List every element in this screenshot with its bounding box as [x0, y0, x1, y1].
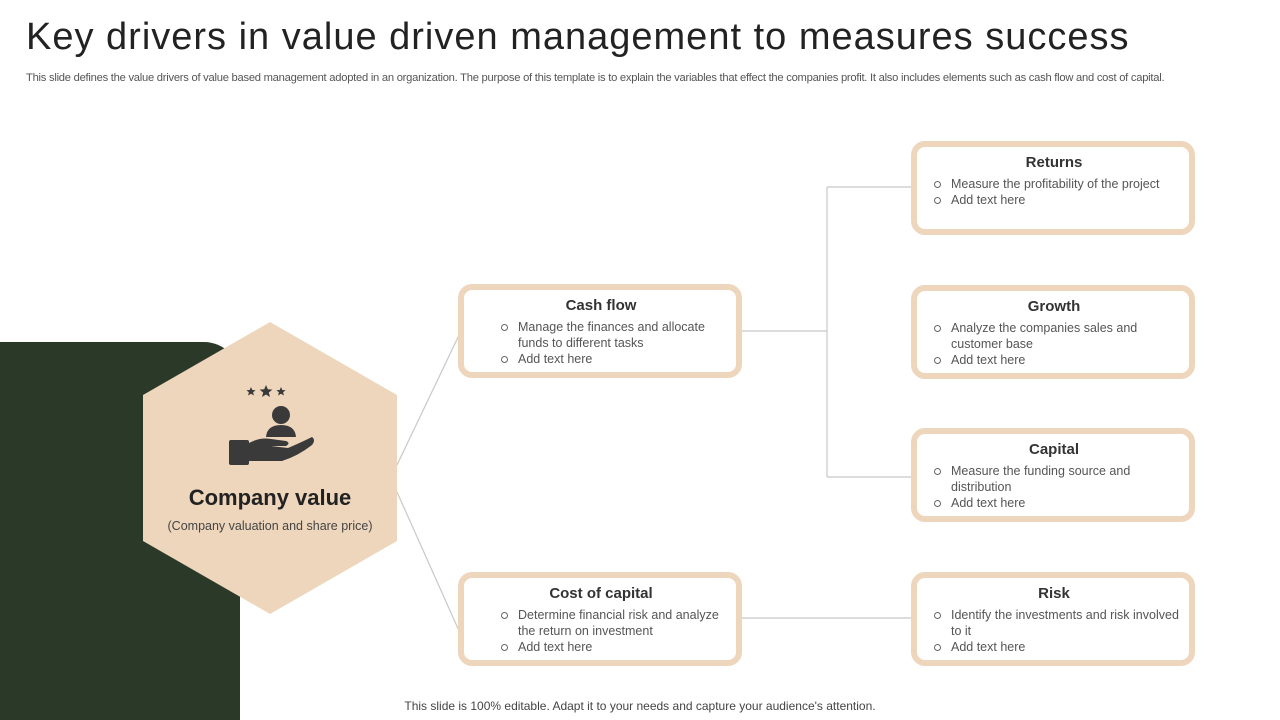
driver-bullet: Add text here [496, 639, 726, 655]
driver-card-growth: Growth Analyze the companies sales and c… [911, 285, 1195, 379]
driver-title: Cash flow [565, 297, 637, 314]
driver-bullet: Add text here [929, 192, 1179, 208]
slide-footer: This slide is 100% editable. Adapt it to… [404, 699, 876, 713]
company-value-title: Company value [188, 485, 352, 510]
driver-card-cost-of-capital: Cost of capital Determine financial risk… [458, 572, 742, 666]
driver-bullet: Add text here [929, 352, 1179, 368]
company-value-subtitle: (Company valuation and share price) [167, 519, 373, 533]
driver-title: Risk [1038, 585, 1070, 602]
driver-title: Capital [1028, 441, 1079, 458]
driver-title: Returns [1025, 154, 1083, 171]
slide-subtitle: This slide defines the value drivers of … [26, 72, 1165, 84]
driver-bullet: Add text here [929, 639, 1179, 655]
driver-card-capital: Capital Measure the funding source and d… [911, 428, 1195, 522]
hand-holding-person-icon [229, 385, 314, 465]
driver-bullet: Determine financial risk and analyze the… [496, 607, 726, 639]
company-value-hexagon [143, 322, 397, 614]
driver-card-returns: Returns Measure the profitability of the… [911, 141, 1195, 235]
connector-hub-cash-flow [396, 332, 461, 466]
driver-bullet: Add text here [929, 495, 1179, 511]
driver-bullet: Manage the finances and allocate funds t… [496, 319, 726, 351]
driver-title: Cost of capital [549, 585, 653, 602]
driver-bullet: Identify the investments and risk involv… [929, 607, 1179, 639]
driver-bullet: Analyze the companies sales and customer… [929, 320, 1179, 352]
driver-bullet: Measure the profitability of the project [929, 176, 1179, 192]
driver-card-risk: Risk Identify the investments and risk i… [911, 572, 1195, 666]
driver-card-cash-flow: Cash flow Manage the finances and alloca… [458, 284, 742, 378]
driver-title: Growth [1027, 298, 1081, 315]
driver-bullet: Measure the funding source and distribut… [929, 463, 1179, 495]
driver-bullet: Add text here [496, 351, 726, 367]
connector-hub-cost-of-capital [396, 491, 461, 634]
slide-title: Key drivers in value driven management t… [26, 16, 1130, 58]
